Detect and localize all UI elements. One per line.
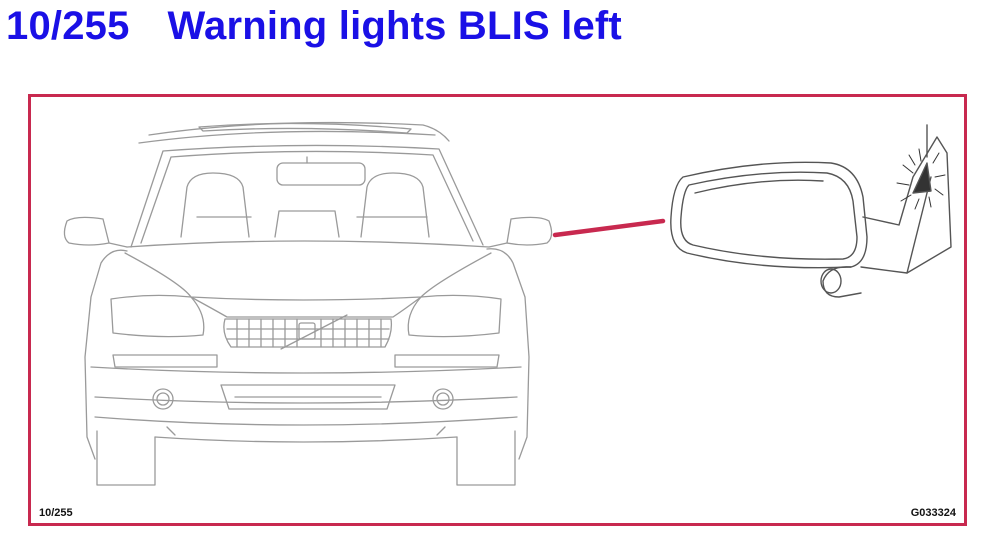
page-reference: 10/255 xyxy=(39,507,73,519)
car-side-mirror-right xyxy=(506,216,553,246)
car-body-right xyxy=(486,248,530,460)
page-heading: Warning lights BLIS left xyxy=(167,4,622,48)
car-front-drawing xyxy=(63,121,553,486)
leader-line xyxy=(552,218,666,238)
wheel-right xyxy=(456,430,516,486)
figure-id: G033324 xyxy=(910,507,956,519)
car-roof xyxy=(148,121,450,142)
car-hood-edge xyxy=(126,240,490,248)
blis-warning-light xyxy=(912,162,932,194)
car-body-left xyxy=(84,249,128,460)
mirror-housing xyxy=(670,161,868,269)
page-code: 10/255 xyxy=(6,4,130,48)
seat-left xyxy=(180,172,250,238)
fog-light-right xyxy=(432,388,454,410)
headlight-right xyxy=(407,294,502,338)
illustration-frame: 10/255 G033324 xyxy=(28,94,967,526)
indicator-left xyxy=(112,354,218,368)
fog-light-left xyxy=(152,388,174,410)
mirror-glass xyxy=(680,171,858,260)
indicator-right xyxy=(394,354,500,368)
seat-right xyxy=(360,172,430,238)
illustration-svg xyxy=(63,121,952,486)
grille xyxy=(223,318,393,348)
car-windshield xyxy=(130,144,484,248)
car-side-mirror-left xyxy=(63,216,110,246)
door-mirror-drawing xyxy=(670,124,952,298)
headlight-left xyxy=(110,294,205,338)
mirror-base xyxy=(822,266,862,298)
grille-emblem xyxy=(298,322,316,340)
interior-mirror xyxy=(276,162,366,186)
front-bumper xyxy=(94,396,518,404)
page-title: 10/255 Warning lights BLIS left xyxy=(6,4,622,49)
wheel-left xyxy=(96,430,156,486)
mirror-mount xyxy=(860,136,952,274)
blis-light-rays xyxy=(896,148,946,210)
